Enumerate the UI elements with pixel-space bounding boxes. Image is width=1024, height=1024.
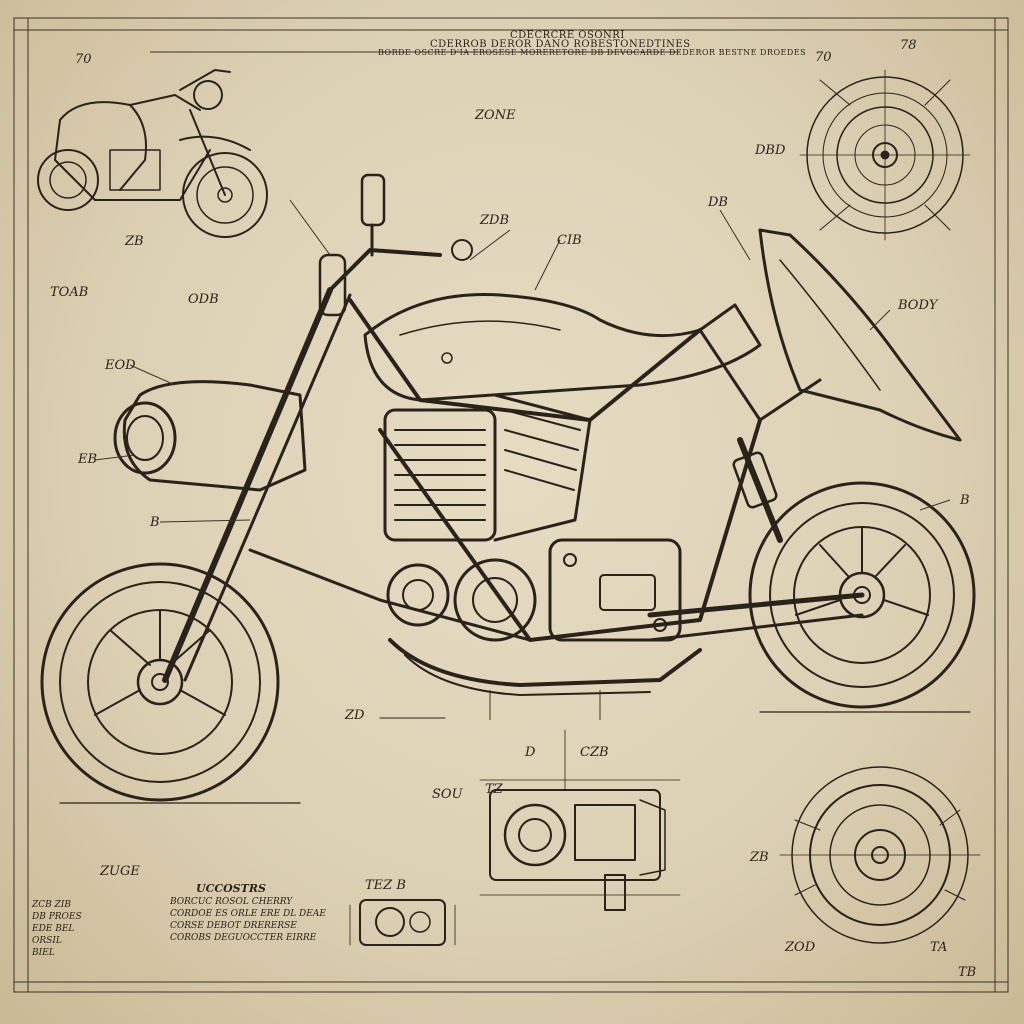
- sheet-border: [14, 18, 1008, 992]
- label-mid-2: ⁠CIB: [557, 233, 582, 248]
- notes-center-line: COROBS DEGUOCCTER EIRRE: [170, 933, 326, 943]
- label-wheel-bottom-3: ⁠ZB: [750, 850, 769, 865]
- label-engine-top: ⁠⁠TZ: [485, 782, 503, 797]
- label-top-right-b: ⁠78: [900, 38, 917, 53]
- label-signature: ⁠ZUGE: [100, 864, 140, 879]
- notes-left-line: ⁠⁠EDE ⁠⁠BEL: [32, 924, 82, 934]
- header-line-3: BORDE OSCRE D'IA EROSESE MORERETORE DB D…: [378, 48, 806, 57]
- main-motorcycle: [42, 175, 974, 803]
- notes-left-line: ⁠ZCB ⁠ZIB: [32, 900, 82, 910]
- notes-center-line: CORDOE ES ORLE ERE DL ⁠DEAE: [170, 909, 326, 919]
- notes-center-line: CORSE DEBOT DRERERSE: [170, 921, 326, 931]
- wheel-detail-bottom-right: [780, 767, 980, 943]
- notes-left-line: ⁠⁠BIEL: [32, 948, 82, 958]
- label-top-left-a: ⁠70: [75, 52, 92, 67]
- label-wheel-bottom-1: ⁠ZOD: [785, 940, 815, 955]
- label-left-2: ⁠ODB: [188, 292, 219, 307]
- label-left-1: ⁠TOAB: [50, 285, 88, 300]
- leader-lines: [95, 200, 950, 720]
- small-engine-sketch: [350, 900, 455, 945]
- label-corner: ⁠TB: [958, 965, 976, 980]
- small-motorcycle-sketch: [38, 70, 267, 237]
- label-right-1: ⁠BODY: [898, 298, 937, 313]
- notes-left-line: ⁠ORSIL: [32, 936, 82, 946]
- label-mid-1: ⁠ZDB: [480, 213, 509, 228]
- label-top-right-a: ⁠70: [815, 50, 832, 65]
- label-top-left-b: ZB: [125, 234, 144, 249]
- label-wheel-bottom-2: ⁠TA: [930, 940, 947, 955]
- notes-left-line: ⁠⁠DB PROES: [32, 912, 82, 922]
- label-bottom-mid-1: ⁠ZD: [345, 708, 364, 723]
- notes-center-line: BORCUC ROSOL CHERRY: [170, 897, 326, 907]
- label-mid-3: DB: [708, 195, 728, 210]
- label-left-5: ⁠B: [150, 515, 160, 530]
- notes-center: UCCOSTRS BORCUC ROSOL CHERRY CORDOE ES O…: [170, 882, 326, 945]
- label-hub-detail: DBD: [755, 143, 785, 158]
- label-right-2: ⁠B: [960, 493, 970, 508]
- label-small-engine: ⁠TEZ B: [365, 878, 406, 893]
- label-left-4: ⁠EB: [78, 452, 97, 467]
- notes-center-title: UCCOSTRS: [170, 882, 326, 895]
- label-bottom-mid-2: ⁠D: [525, 745, 535, 760]
- label-engine-left: ⁠SOU: [432, 787, 463, 802]
- label-top-center: ZONE: [475, 108, 516, 123]
- notes-left: ⁠ZCB ⁠ZIB ⁠⁠DB PROES ⁠⁠EDE ⁠⁠BEL ⁠ORSIL …: [32, 900, 82, 960]
- label-left-3: ⁠EOD: [105, 358, 136, 373]
- hub-detail-top-right: [800, 70, 970, 240]
- label-bottom-mid-3: ⁠CZB: [580, 745, 609, 760]
